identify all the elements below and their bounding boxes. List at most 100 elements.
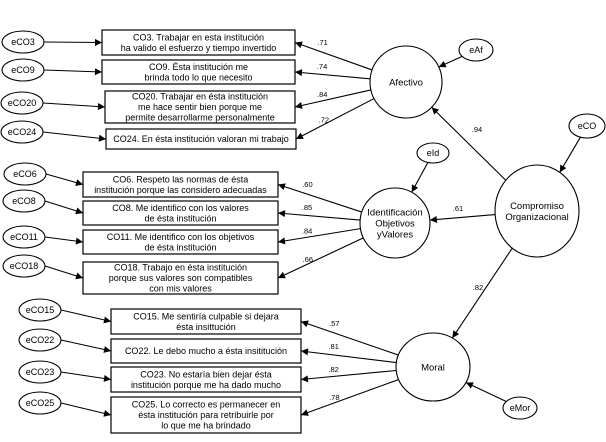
latent-circle	[369, 45, 443, 119]
indicator-item: CO15. Me sentiría culpable si dejaraésta…	[18, 298, 302, 335]
indicator-item: CO6. Respeto las normas de éstainstituci…	[3, 162, 279, 198]
error-arrow	[44, 265, 84, 280]
loading-arrow	[294, 41, 373, 71]
error-term-ellipse	[1, 30, 45, 54]
loading-arrow	[295, 98, 375, 140]
error-term-ellipse	[18, 360, 62, 384]
latent-label-line: Objetivos	[375, 219, 415, 230]
error-term-ellipse	[0, 120, 44, 144]
indicator-box	[101, 59, 296, 85]
error-term-ellipse	[3, 162, 47, 186]
indicator-item: CO22. Le debo mucho a ésta insititución e…	[18, 328, 302, 364]
indicator-text-line: CO25. Lo correcto es permanecer en	[132, 400, 281, 410]
indicator-box	[82, 261, 279, 295]
error-term-ellipse	[2, 189, 46, 213]
loading-coefficient: .78	[329, 393, 339, 402]
error-term-ellipse	[18, 328, 62, 352]
latent-error-ellipse	[458, 38, 494, 62]
loading-coefficient: .81	[328, 342, 338, 351]
error-term-label: eCO20	[8, 98, 37, 108]
error-arrow	[60, 309, 112, 324]
indicator-box	[110, 308, 302, 335]
loading-coefficient: .82	[328, 365, 338, 374]
indicator-text-line: CO3. Trabajar en esta institución	[133, 32, 264, 42]
error-term-label: eCO9	[11, 65, 35, 75]
indicator-text-line: me hace sentir bien porque me	[138, 102, 262, 112]
indicator-text-line: institución porque me ha dado mucho	[131, 380, 281, 390]
indicator-text-line: CO15. Me sentiría culpable si dejara	[133, 311, 279, 321]
indicator-text-line: lo que me ha brindado	[161, 421, 251, 431]
indicator-text-line: CO20. Trabajar en ésta institución	[132, 92, 268, 102]
loading-coefficient: .57	[329, 319, 339, 328]
indicator-text-line: CO9. Ésta institución me	[149, 62, 248, 72]
error-arrow	[43, 68, 103, 76]
indicator-text-line: CO8. Me identifico con los valores	[112, 203, 249, 213]
loading-coefficient: .84	[302, 226, 312, 235]
loading-coefficient: .72	[319, 116, 329, 125]
loading-coefficient: .85	[302, 203, 312, 212]
error-arrow	[42, 102, 106, 111]
latent-label-line: yValores	[377, 230, 414, 241]
indicator-box	[104, 90, 296, 124]
latent-error-arrow	[438, 55, 463, 68]
latent-label-line: Organizacional	[505, 212, 568, 223]
structural-path-arrow	[429, 213, 496, 223]
latent-error-ellipse	[416, 142, 450, 164]
indicator-item: CO24. En ésta institución valoran mi tra…	[0, 120, 297, 150]
indicator-text-line: CO18. Trabajo en ésta institución	[114, 263, 247, 273]
error-arrow	[60, 339, 112, 353]
indicator-item: CO18. Trabajo en ésta instituciónporque …	[2, 254, 279, 295]
loading-arrow	[277, 228, 361, 245]
structural-coefficient: .94	[472, 125, 482, 134]
indicator-text-line: CO23. No estaría bien dejar ésta	[140, 369, 272, 379]
error-term-ellipse	[2, 254, 46, 278]
indicator-box	[110, 366, 302, 393]
latent-circle	[494, 164, 580, 258]
error-term-label: eCO8	[12, 196, 36, 206]
indicator-text-line: CO11. Me identifico con los objetivos	[107, 232, 255, 242]
latent-error-label: eCO	[578, 121, 597, 131]
indicator-text-line: CO22. Le debo mucho a ésta insititución	[125, 346, 287, 356]
loading-coefficient: .60	[302, 180, 312, 189]
latent-label-line: Moral	[421, 363, 445, 374]
loading-coefficient: .71	[317, 38, 327, 47]
error-term-label: eCO3	[11, 37, 35, 47]
latent-error-arrow	[411, 162, 429, 193]
error-term-ellipse	[18, 298, 62, 322]
error-term-label: eCO25	[26, 398, 55, 408]
error-term-ellipse	[1, 58, 45, 82]
indicator-text-line: institución porque las considero adecuad…	[94, 185, 267, 195]
error-term-ellipse	[18, 391, 62, 415]
error-arrow	[45, 173, 84, 186]
loading-arrow	[300, 369, 397, 383]
error-arrow	[42, 131, 107, 142]
error-term-label: eCO23	[26, 367, 55, 377]
indicator-item: CO11. Me identifico con los objetivosde …	[2, 225, 279, 255]
indicator-text-line: de ésta institución	[144, 213, 216, 223]
coefficients-layer: .71.74.84.72.60.85.84.66.57.81.82.78.94.…	[302, 38, 483, 402]
latent-circle	[395, 332, 471, 402]
structural-path-arrow	[431, 106, 507, 181]
error-term-label: eCO22	[26, 335, 55, 345]
error-term-label: eCO11	[10, 232, 38, 242]
error-arrow	[43, 38, 103, 46]
loading-coefficient: .66	[303, 255, 313, 264]
structural-path-arrow	[451, 247, 513, 339]
error-term-label: eCO24	[8, 127, 37, 137]
indicator-box	[105, 128, 297, 150]
latent-label-line: Compromiso	[510, 201, 564, 212]
indicator-box	[82, 200, 279, 226]
latent-label-line: Afectivo	[389, 78, 423, 89]
indicator-text-line: ésta insittución	[176, 322, 236, 332]
error-term-ellipse	[2, 225, 46, 249]
